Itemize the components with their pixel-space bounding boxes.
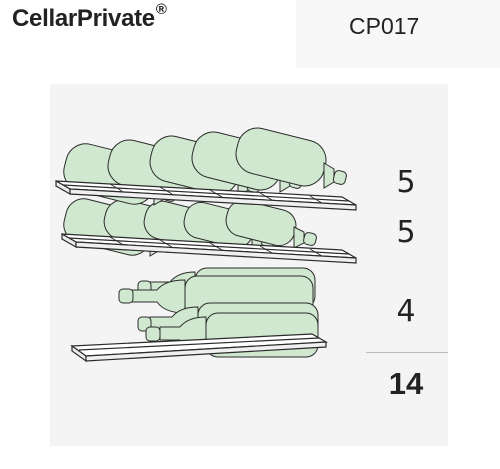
wine-rack-illustration: [50, 84, 448, 446]
shelf-2-rack: [61, 232, 357, 264]
total-divider: [366, 352, 448, 353]
base-count: 4: [396, 294, 416, 329]
shelf-1-bottle: [235, 127, 347, 189]
shelf-1-count: 5: [396, 165, 416, 200]
model-number: CP017: [349, 13, 420, 39]
brand-name: CellarPrivate: [12, 5, 155, 32]
base-bottles: [118, 267, 319, 358]
shelf-1-bottles: [63, 127, 347, 206]
shelf-2-bottle: [225, 199, 317, 249]
registered-mark: ®: [155, 1, 167, 18]
brand-logo: CellarPrivate®: [12, 1, 167, 33]
base-tray: [70, 333, 329, 363]
shelf-2-count: 5: [396, 215, 416, 250]
total-count: 14: [388, 366, 424, 401]
shelf-1-rack: [55, 179, 357, 211]
model-badge: [296, 0, 500, 68]
